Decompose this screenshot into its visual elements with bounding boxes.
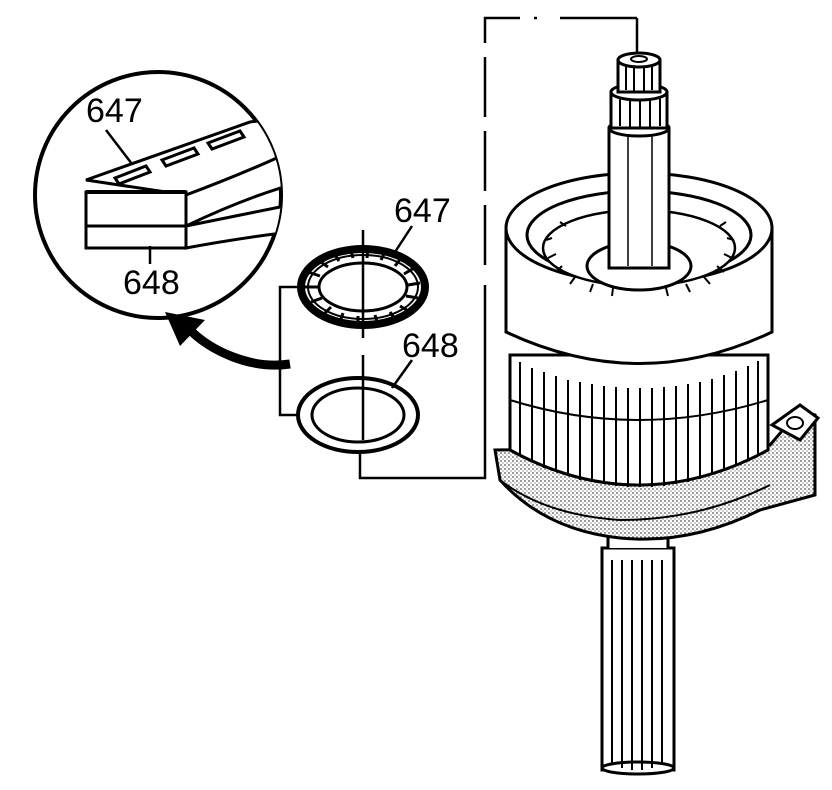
input-shaft	[607, 51, 671, 270]
detail-upper-leader	[105, 129, 133, 165]
washer-leader	[390, 359, 414, 389]
detail-upper-callout: 647	[86, 92, 143, 130]
bearing-rollers	[305, 247, 421, 326]
drum-internal-teeth	[545, 221, 735, 297]
assembly-path-line	[358, 16, 639, 480]
bearing-leader	[393, 225, 414, 253]
washer-648: 648	[296, 327, 459, 454]
clutch-hub	[508, 353, 770, 487]
bearing-callout: 647	[394, 192, 451, 230]
washer-callout: 648	[402, 327, 459, 365]
output-shaft	[600, 528, 676, 776]
detail-section-view	[84, 119, 281, 250]
parts-group-bracket	[278, 285, 300, 417]
detail-pointer-arrow	[165, 312, 291, 370]
detail-magnifier: 647 648	[33, 70, 283, 320]
shaft-assembly	[493, 51, 821, 776]
bearing-647: 647	[297, 192, 451, 329]
detail-lower-callout: 648	[123, 264, 180, 302]
